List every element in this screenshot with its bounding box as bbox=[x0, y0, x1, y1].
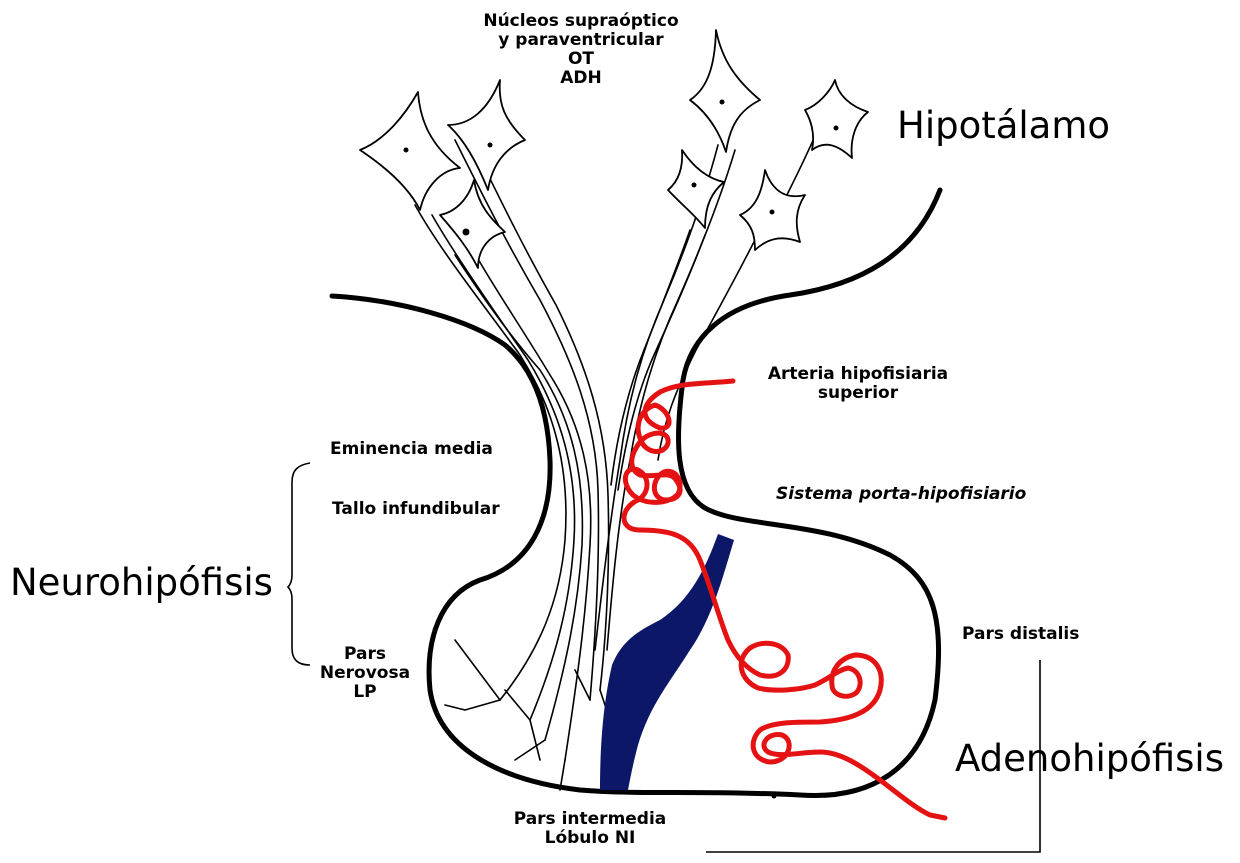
pars-nervosa-line-1: Pars bbox=[300, 645, 430, 664]
intermediate-lobe bbox=[600, 534, 734, 790]
pars-intermedia-line-2: Lóbulo NI bbox=[490, 829, 690, 848]
neuron-1 bbox=[360, 92, 460, 210]
hipotalamo-label: Hipotálamo bbox=[897, 105, 1110, 146]
arteria-label: Arteria hipofisiaria superior bbox=[738, 365, 978, 403]
nucleos-line-3: OT bbox=[470, 50, 692, 69]
nucleos-line-4: ADH bbox=[470, 69, 692, 88]
tallo-label: Tallo infundibular bbox=[332, 500, 500, 519]
neuron-5 bbox=[805, 80, 868, 158]
neuron-4 bbox=[690, 30, 760, 152]
neurohipofisis-label: Neurohipófisis bbox=[10, 562, 273, 603]
neuron-2 bbox=[448, 80, 525, 190]
pars-distalis-label: Pars distalis bbox=[962, 625, 1079, 644]
pars-nervosa-label: Pars Nerovosa LP bbox=[300, 645, 430, 702]
eminencia-label: Eminencia media bbox=[330, 440, 493, 459]
hypophyseal-artery bbox=[624, 381, 945, 818]
nucleos-line-2: y paraventricular bbox=[470, 31, 692, 50]
pars-intermedia-line-1: Pars intermedia bbox=[490, 810, 690, 829]
pars-nervosa-line-3: LP bbox=[300, 683, 430, 702]
sistema-porta-label: Sistema porta-hipofisiario bbox=[776, 485, 1026, 504]
nucleos-line-1: Núcleos supraóptico bbox=[470, 12, 692, 31]
neuron-6 bbox=[668, 150, 724, 228]
arteria-line-1: Arteria hipofisiaria bbox=[738, 365, 978, 384]
pars-nervosa-line-2: Nerovosa bbox=[300, 664, 430, 683]
neuron-3 bbox=[440, 180, 505, 268]
arteria-line-2: superior bbox=[738, 384, 978, 403]
adenohipofisis-label: Adenohipófisis bbox=[955, 738, 1224, 779]
pars-intermedia-label: Pars intermedia Lóbulo NI bbox=[490, 810, 690, 848]
nucleos-label: Núcleos supraóptico y paraventricular OT… bbox=[470, 12, 692, 88]
